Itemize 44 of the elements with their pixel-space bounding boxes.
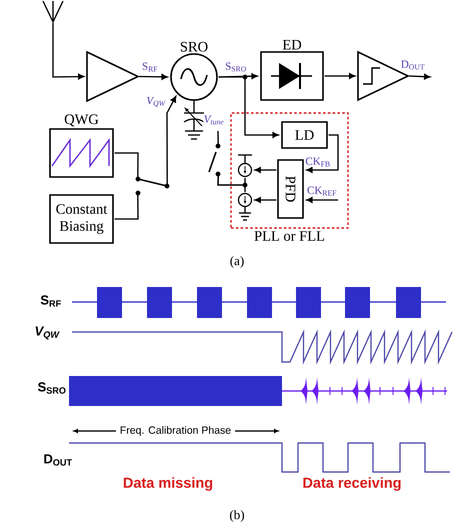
wire bbox=[217, 175, 246, 192]
process-box: Constant Biasing bbox=[49, 194, 114, 244]
node-label: SRO bbox=[180, 42, 208, 52]
wire bbox=[114, 194, 139, 220]
arrow bbox=[139, 74, 168, 80]
signal-name: D$_{OUT}$ bbox=[44, 454, 72, 466]
signal-label: CK$_{FB}$ bbox=[304, 157, 332, 167]
signal-label: V$_{tune}$ bbox=[203, 115, 225, 125]
node-label: QWG bbox=[64, 114, 98, 126]
status-label: Data receiving bbox=[303, 477, 401, 491]
phase-label: Freq. Calibration Phase bbox=[120, 426, 231, 436]
arrow bbox=[52, 23, 84, 80]
signal-label: S$_{RF}$ bbox=[141, 62, 159, 72]
process-box: LD bbox=[281, 121, 328, 149]
arrow bbox=[306, 197, 338, 203]
signal-name: S$_{SRO}$ bbox=[38, 382, 66, 394]
figure-label: (b) bbox=[230, 510, 244, 522]
current-source-circle bbox=[238, 162, 252, 178]
wire bbox=[217, 131, 219, 145]
figure-label: (a) bbox=[230, 256, 244, 268]
arrow bbox=[254, 197, 276, 203]
wire bbox=[114, 152, 139, 178]
arrow bbox=[166, 96, 176, 186]
antenna-symbol bbox=[42, 0, 64, 24]
status-label: Data missing bbox=[124, 477, 212, 491]
signal-name: S$_{RF}$ bbox=[40, 295, 61, 307]
signal-label: V$_{QW}$ bbox=[146, 96, 166, 108]
diode-box: ED bbox=[260, 40, 324, 101]
signal-label: D$_{OUT}$ bbox=[400, 60, 426, 70]
sawtooth-generator-box: QWG bbox=[49, 114, 114, 178]
signal-name: V$_{QW}$ bbox=[36, 326, 60, 340]
arrow bbox=[254, 167, 276, 173]
current-source-circle bbox=[238, 192, 252, 208]
node-label: PLL or FLL bbox=[254, 231, 324, 241]
signal-label: S$_{SRO}$ bbox=[224, 62, 248, 72]
arrow bbox=[324, 73, 356, 79]
process-box: PFD bbox=[277, 159, 304, 219]
node-label: ED bbox=[282, 40, 302, 50]
switch-symbol bbox=[136, 176, 170, 196]
arrow bbox=[306, 134, 339, 173]
arrow bbox=[408, 74, 430, 80]
signal-label: CK$_{REF}$ bbox=[306, 186, 338, 196]
switch-symbol bbox=[208, 144, 220, 176]
arrow bbox=[218, 76, 279, 138]
